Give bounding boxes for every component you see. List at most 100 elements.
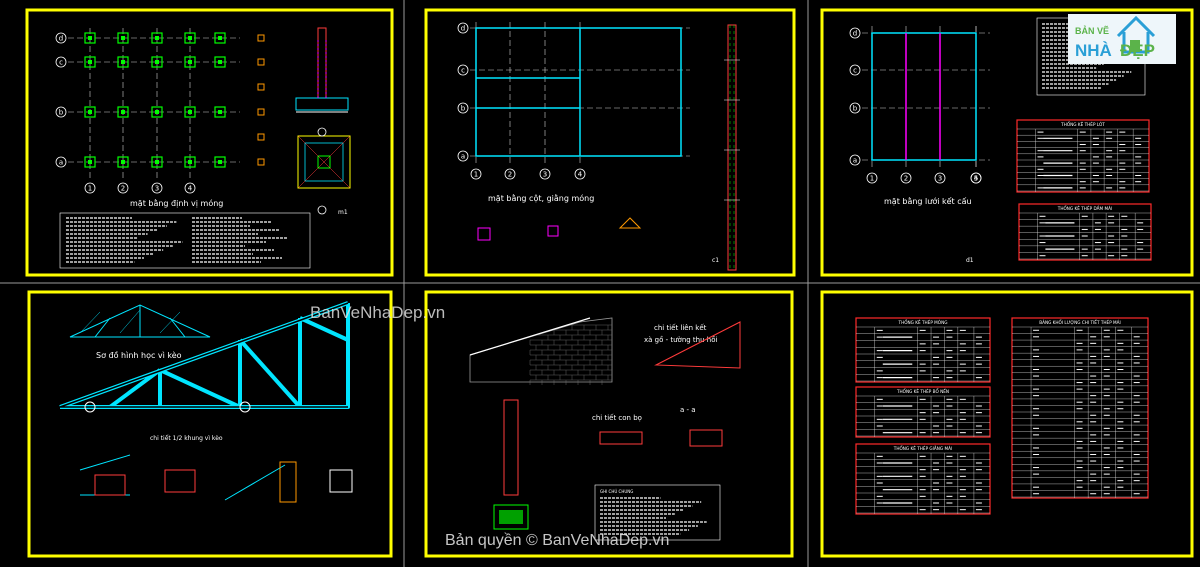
axis-4-bubble-label: 4 <box>188 185 193 193</box>
axis-1-bubble: 1 <box>866 172 878 184</box>
sheet-5-notes-box <box>594 484 721 541</box>
sheet-4-detail-title: chi tiết 1/2 khung vì kèo <box>150 435 223 442</box>
column-footing <box>184 156 196 168</box>
axis-a-bubble-label: a <box>853 157 857 165</box>
steel-table-title: THỐNG KÊ THÉP LÓT <box>1060 122 1105 127</box>
logo-line1: BẢN VẼ <box>1075 25 1109 36</box>
axis-1-bubble-label: 1 <box>474 171 478 179</box>
watermark-bottom: Bản quyền © BanVeNhaDep.vn <box>445 532 669 549</box>
axis-a-bubble: a <box>849 154 861 166</box>
column-footing <box>84 32 96 44</box>
sheet-5-title-1: chi tiết liên kết <box>654 324 707 332</box>
axis-2-bubble-label: 2 <box>121 185 125 193</box>
sheet-1-notes-box <box>59 212 311 269</box>
sheet-5-title-2: xà gồ - tường thu hồi <box>644 336 717 344</box>
sheet-3-title: mặt bằng lưới kết cấu <box>884 196 972 207</box>
axis-d-bubble: d <box>457 22 469 34</box>
axis-d-bubble-label: d <box>59 35 63 43</box>
sheet-frame-4[interactable] <box>27 290 393 558</box>
sheet-5-details: chi tiết liên kết xà gồ - tường thu hồi … <box>469 317 741 541</box>
truss-joint-details <box>79 454 353 503</box>
sheet-5-title-4: a - a <box>680 406 696 414</box>
steel-table-4: THỐNG KÊ THÉP BỔ NỀN <box>855 386 991 438</box>
column-footing <box>117 32 129 44</box>
steel-table-title: THỐNG KÊ THÉP DẦM MÁI <box>1057 206 1112 211</box>
axis-b-bubble-label: b <box>853 105 858 113</box>
column-footing <box>214 56 226 68</box>
column-footing <box>84 156 96 168</box>
lintel-column <box>493 399 529 530</box>
column-footing <box>151 56 163 68</box>
column-footing <box>151 106 163 118</box>
axis-5-bubble: 5 <box>970 172 982 184</box>
axis-2-bubble-label: 2 <box>508 171 512 179</box>
column-elevation <box>724 24 740 271</box>
axis-3-bubble: 3 <box>934 172 946 184</box>
footing-section-detail <box>295 27 349 113</box>
axis-d-bubble-label: d <box>461 25 465 33</box>
axis-d-bubble: d <box>55 32 67 44</box>
logo-line2: NHÀ <box>1075 41 1112 60</box>
column-footing <box>214 106 226 118</box>
axis-c-bubble: c <box>55 56 67 68</box>
steel-schedule-tables: THỐNG KÊ THÉP LÓT THỐNG KÊ THÉP DẦM MÁI TH… <box>855 119 1152 515</box>
roof-beam-outline <box>871 32 977 161</box>
sheet-1-title: mặt bằng định vị móng <box>130 198 223 209</box>
column-footing <box>184 32 196 44</box>
sheet-frame-3[interactable] <box>820 8 1194 277</box>
logo-line3: ĐẸP <box>1120 41 1155 60</box>
axis-3-bubble-label: 3 <box>155 185 159 193</box>
axis-3-bubble: 3 <box>539 168 551 180</box>
column-footing <box>184 106 196 118</box>
sheet-frames <box>25 8 1194 558</box>
sheet-2-title: mặt bằng cột, giằng móng <box>488 193 594 204</box>
axis-4-bubble: 4 <box>184 182 196 194</box>
column-sections <box>477 217 642 241</box>
axis-2-bubble: 2 <box>117 182 129 194</box>
column-footing <box>214 156 226 168</box>
axis-4-bubble-label: 4 <box>974 175 979 183</box>
column-footing <box>84 56 96 68</box>
axis-d-bubble-label: d <box>853 30 857 38</box>
axis-1-bubble: 1 <box>84 182 96 194</box>
column-footing <box>117 106 129 118</box>
axis-3-bubble-label: 3 <box>938 175 942 183</box>
steel-table-6: BẢNG KHỐI LƯỢNG CHI TIẾT THÉP MÁI <box>1011 317 1149 499</box>
axis-c-bubble-label: c <box>59 59 63 67</box>
sheet-frame-2[interactable] <box>424 8 796 277</box>
watermark-top: BanVeNhaDep.vn <box>310 303 445 322</box>
sheet-4-title: Sơ đồ hình học vì kèo <box>96 350 182 360</box>
axis-3-bubble: 3 <box>151 182 163 194</box>
axis-1-bubble: 1 <box>470 168 482 180</box>
axis-2-bubble-label: 2 <box>904 175 908 183</box>
axis-2-bubble: 2 <box>504 168 516 180</box>
axis-c-bubble-label: c <box>853 67 857 75</box>
site-logo: BẢN VẼ NHÀ ĐẸP <box>1068 14 1176 64</box>
steel-table-5: THỐNG KÊ THÉP GIẰNG MÁI <box>855 443 991 515</box>
axis-b-bubble: b <box>55 106 67 118</box>
axis-a-bubble-label: a <box>461 153 465 161</box>
axis-b-bubble-label: b <box>461 105 466 113</box>
sheet-frame-1[interactable] <box>25 8 394 277</box>
sheet-frame-5[interactable] <box>424 290 794 558</box>
axis-c-bubble: c <box>457 64 469 76</box>
axis-a-bubble: a <box>457 150 469 162</box>
con-bo-detail <box>599 429 723 447</box>
column-footing <box>84 106 96 118</box>
truss-scheme-small <box>69 304 211 338</box>
sheet-frame-6[interactable] <box>820 290 1194 558</box>
axis-d-bubble: d <box>849 27 861 39</box>
steel-table-title: THỐNG KÊ THÉP GIẰNG MÁI <box>893 446 952 451</box>
steel-table-3: THỐNG KÊ THÉP MÓNG <box>855 317 991 383</box>
column-footing <box>151 156 163 168</box>
axis-b-bubble-label: b <box>59 109 64 117</box>
sheet-5-title-3: chi tiết con bọ <box>592 414 642 422</box>
column-footing <box>117 156 129 168</box>
axis-b-bubble: b <box>849 102 861 114</box>
axis-a-bubble: a <box>55 156 67 168</box>
roof-beams <box>905 33 941 160</box>
axis-c-bubble-label: c <box>461 67 465 75</box>
